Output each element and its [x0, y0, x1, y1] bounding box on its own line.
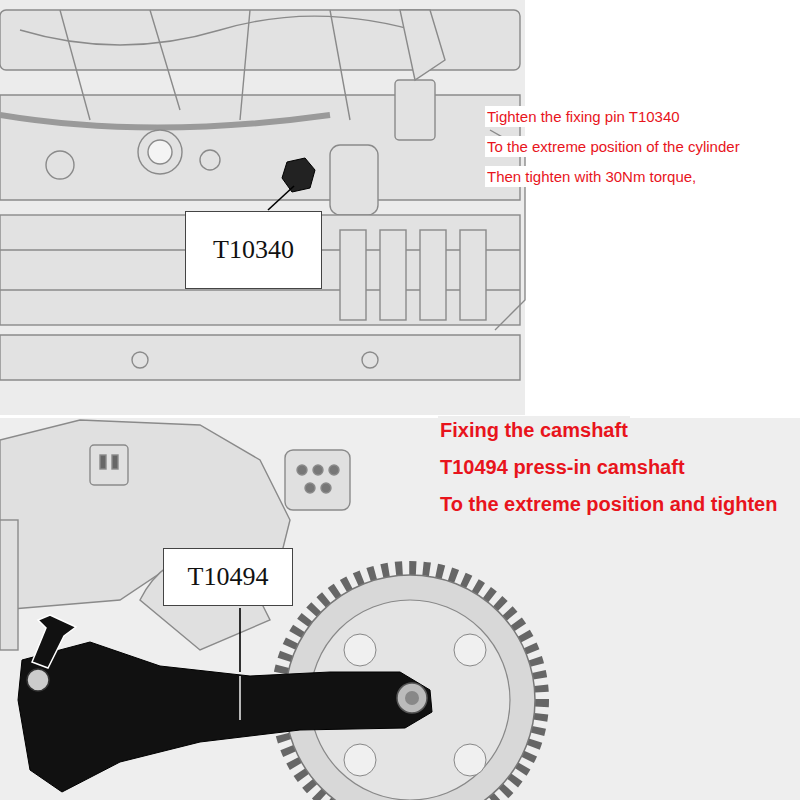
- leader-line: [239, 608, 241, 672]
- instruction-note: Fixing the camshaft: [438, 416, 630, 444]
- top-panel: [0, 0, 525, 415]
- tool-number: T10340: [213, 235, 294, 265]
- instruction-note: T10494 press-in camshaft: [438, 453, 687, 481]
- callout-box: T10494: [163, 548, 293, 606]
- instruction-note: To the extreme position of the cylinder: [485, 136, 742, 157]
- camshaft-tool: [18, 642, 432, 792]
- tool-bolt: [27, 669, 49, 691]
- central-bolt: [405, 691, 419, 705]
- direction-arrow: [32, 615, 76, 668]
- instruction-note: Then tighten with 30Nm torque,: [485, 166, 698, 187]
- instruction-note: Tighten the fixing pin T10340: [485, 106, 682, 127]
- tool-number: T10494: [188, 562, 269, 592]
- central-bolt: [397, 683, 427, 713]
- callout-box: T10340: [185, 211, 322, 289]
- fixing-pin: [282, 158, 315, 192]
- cylinder-head-drawing: [0, 10, 525, 380]
- bottom-panel: [0, 418, 800, 800]
- instruction-note: To the extreme position and tighten: [438, 490, 779, 518]
- leader-line: [239, 676, 240, 720]
- leader-line: [268, 186, 294, 210]
